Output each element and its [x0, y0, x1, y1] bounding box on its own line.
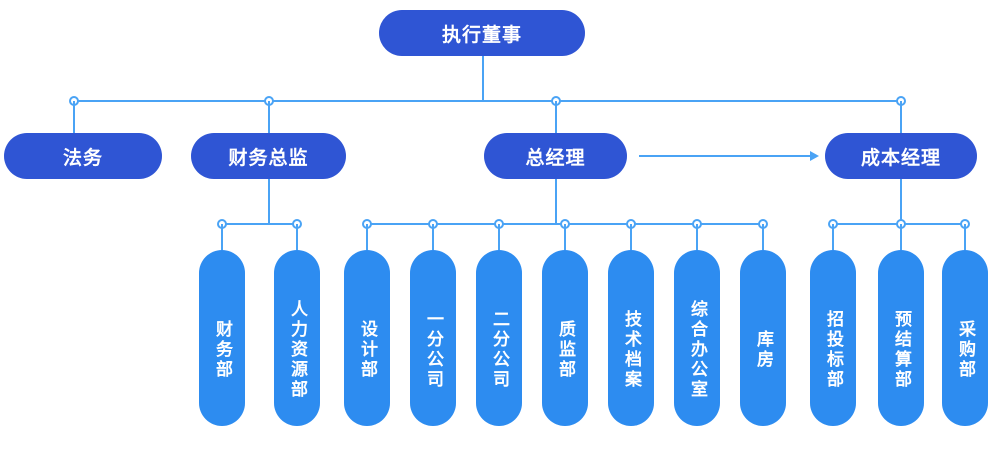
connector-finance-stem	[268, 179, 270, 224]
node-technical-archives[interactable]: 技术档案	[608, 250, 654, 426]
node-design-department[interactable]: 设计部	[344, 250, 390, 426]
node-hr-department[interactable]: 人力资源部	[274, 250, 320, 426]
connector-gm-stem	[555, 179, 557, 224]
connector-drop-legal	[73, 101, 75, 133]
connector-drop-general-office	[696, 224, 698, 250]
arrow-gm-to-cost-manager-line	[639, 155, 811, 157]
connector-root-trunk	[482, 56, 484, 101]
node-branch-company-one[interactable]: 一分公司	[410, 250, 456, 426]
node-cost-manager[interactable]: 成本经理	[825, 133, 977, 179]
connector-drop-budget-dept	[900, 224, 902, 250]
connector-finance-bus	[221, 223, 297, 225]
connector-drop-finance-director	[268, 101, 270, 133]
node-executive-director[interactable]: 执行董事	[379, 10, 585, 56]
connector-drop-finance-dept	[221, 224, 223, 250]
connector-cost-stem	[900, 179, 902, 224]
node-general-office[interactable]: 综合办公室	[674, 250, 720, 426]
connector-drop-bidding-dept	[832, 224, 834, 250]
connector-drop-general-manager	[555, 101, 557, 133]
connector-drop-warehouse	[762, 224, 764, 250]
connector-level2-bus	[73, 100, 901, 102]
node-branch-company-two[interactable]: 二分公司	[476, 250, 522, 426]
connector-drop-tech-archives	[630, 224, 632, 250]
connector-drop-branch-one	[432, 224, 434, 250]
connector-drop-procurement-dept	[964, 224, 966, 250]
node-procurement-department[interactable]: 采购部	[942, 250, 988, 426]
node-quality-supervision-department[interactable]: 质监部	[542, 250, 588, 426]
connector-drop-design-dept	[366, 224, 368, 250]
connector-drop-hr-dept	[296, 224, 298, 250]
connector-drop-cost-manager	[900, 101, 902, 133]
node-general-manager[interactable]: 总经理	[484, 133, 627, 179]
node-warehouse[interactable]: 库房	[740, 250, 786, 426]
node-budget-settlement-department[interactable]: 预结算部	[878, 250, 924, 426]
node-legal-affairs[interactable]: 法务	[4, 133, 162, 179]
arrow-gm-to-cost-manager-head	[810, 151, 819, 161]
node-finance-department[interactable]: 财务部	[199, 250, 245, 426]
node-finance-director[interactable]: 财务总监	[191, 133, 346, 179]
node-bidding-department[interactable]: 招投标部	[810, 250, 856, 426]
connector-drop-quality-dept	[564, 224, 566, 250]
connector-drop-branch-two	[498, 224, 500, 250]
